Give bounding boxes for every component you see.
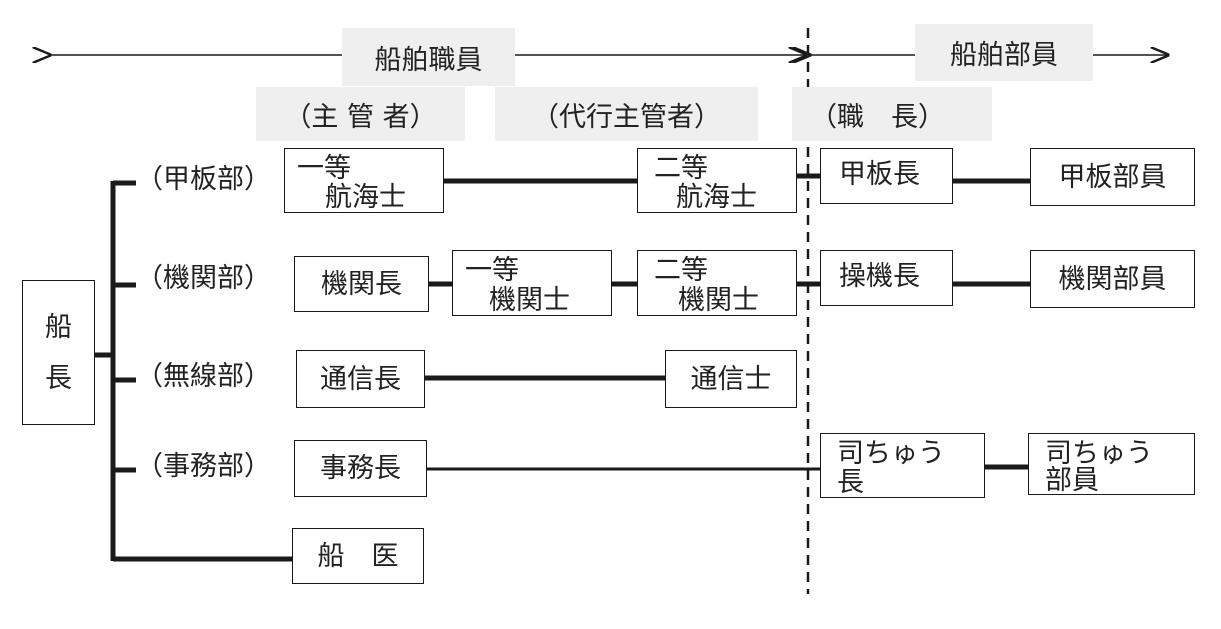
chief-header: （主 管 者）	[256, 87, 465, 141]
chief-engineer-label: 機関長	[321, 268, 402, 300]
chief-engineer-box: 機関長	[294, 256, 429, 312]
no1-oiler-box: 操機長	[820, 250, 953, 306]
purser-box: 事務長	[294, 440, 427, 497]
steward-crew-label-1: 司ちゅう	[1045, 438, 1153, 469]
second-officer-box: 二等 航海士	[637, 148, 797, 213]
steward-crew-label-2: 部員	[1045, 465, 1099, 495]
first-officer-box: 一等 航海士	[284, 148, 444, 213]
second-officer-label-2: 航海士	[676, 182, 757, 213]
deck-crew-box: 甲板部員	[1030, 148, 1195, 206]
officers-section-label: 船舶職員	[342, 28, 515, 86]
foreman-header: （職 長）	[792, 87, 992, 141]
chief-steward-label-2: 長	[837, 467, 864, 498]
dept-radio-label: （無線部）	[136, 361, 271, 392]
radio-officer-box: 通信士	[665, 350, 797, 408]
chief-steward-label-1: 司ちゅう	[837, 438, 945, 469]
ship-doctor-label: 船 医	[317, 540, 399, 572]
chief-radio-label: 通信長	[320, 363, 401, 395]
no1-oiler-label: 操機長	[839, 261, 920, 292]
ship-doctor-box: 船 医	[292, 528, 424, 584]
dept-deck-label: （甲板部）	[136, 164, 271, 195]
second-officer-label-1: 二等	[654, 153, 708, 184]
deck-crew-label: 甲板部員	[1058, 161, 1167, 193]
first-engineer-label-2: 機関士	[489, 285, 570, 316]
purser-label: 事務長	[320, 453, 401, 484]
steward-crew-box: 司ちゅう 部員	[1028, 433, 1195, 495]
dept-purser-label: （事務部）	[136, 451, 271, 482]
first-officer-label-2: 航海士	[325, 182, 406, 213]
first-engineer-label-1: 一等	[465, 255, 519, 286]
second-engineer-label-1: 二等	[654, 255, 708, 286]
captain-label-1: 船	[45, 311, 72, 343]
boatswain-box: 甲板長	[820, 148, 953, 204]
chief-steward-box: 司ちゅう 長	[820, 433, 985, 498]
chief-radio-box: 通信長	[296, 350, 425, 408]
radio-officer-label: 通信士	[690, 363, 772, 395]
first-officer-label-1: 一等	[297, 153, 351, 184]
second-engineer-label-2: 機関士	[678, 285, 759, 316]
first-engineer-box: 一等 機関士	[452, 250, 612, 316]
engine-crew-box: 機関部員	[1030, 250, 1195, 308]
ratings-section-label: 船舶部員	[915, 24, 1093, 81]
dept-engine-label: （機関部）	[136, 263, 271, 294]
captain-label-2: 長	[45, 362, 72, 394]
captain-box: 船 長	[22, 280, 95, 425]
boatswain-label: 甲板長	[839, 159, 920, 190]
engine-crew-label: 機関部員	[1058, 263, 1167, 295]
second-engineer-box: 二等 機関士	[637, 250, 797, 316]
acting-chief-header: （代行主管者）	[495, 87, 758, 141]
